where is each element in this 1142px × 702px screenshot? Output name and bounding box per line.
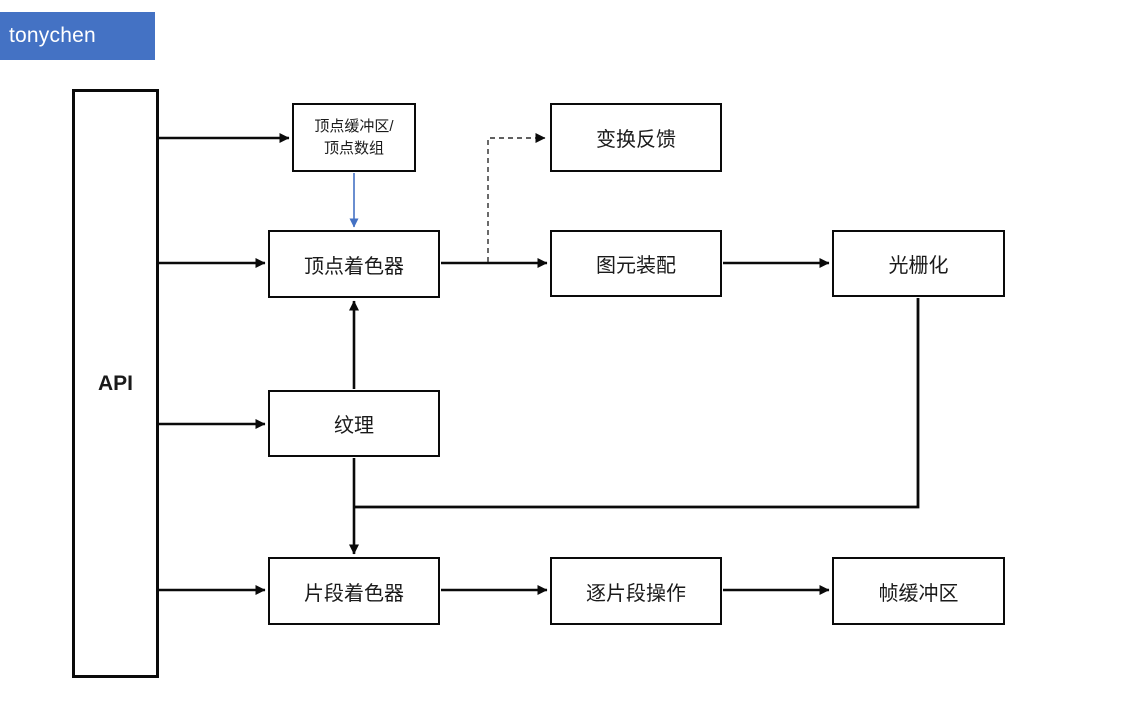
node-api-label: API: [97, 371, 133, 395]
node-primitive-assembly-label: 图元装配: [596, 255, 676, 277]
node-framebuffer-label: 帧缓冲区: [878, 582, 959, 605]
node-vertex-buffer-label-line2: 顶点数组: [323, 139, 384, 157]
node-texture: 纹理: [268, 390, 440, 457]
node-fragment-shader: 片段着色器: [268, 557, 440, 625]
node-rasterization-label: 光栅化: [888, 255, 949, 277]
watermark-label: tonychen: [9, 24, 96, 47]
node-vertex-buffer-label-line1: 顶点缓冲区/: [314, 117, 394, 135]
node-vertex-shader: 顶点着色器: [268, 230, 440, 298]
node-per-fragment-ops-label: 逐片段操作: [586, 582, 686, 605]
node-api: API: [72, 89, 159, 678]
node-per-fragment-ops: 逐片段操作: [550, 557, 722, 625]
node-vertex-buffer: 顶点缓冲区/ 顶点数组: [292, 103, 416, 172]
edge-vertex-shader-to-transform-feedback: [487, 133, 546, 262]
node-transform-feedback-label: 变换反馈: [596, 129, 676, 151]
node-fragment-shader-label: 片段着色器: [304, 582, 404, 605]
node-vertex-shader-label: 顶点着色器: [304, 255, 404, 278]
node-texture-label: 纹理: [334, 415, 374, 437]
node-framebuffer: 帧缓冲区: [832, 557, 1005, 625]
node-primitive-assembly: 图元装配: [550, 230, 722, 297]
node-transform-feedback: 变换反馈: [550, 103, 722, 172]
node-rasterization: 光栅化: [832, 230, 1005, 297]
watermark-banner: tonychen: [0, 12, 155, 60]
